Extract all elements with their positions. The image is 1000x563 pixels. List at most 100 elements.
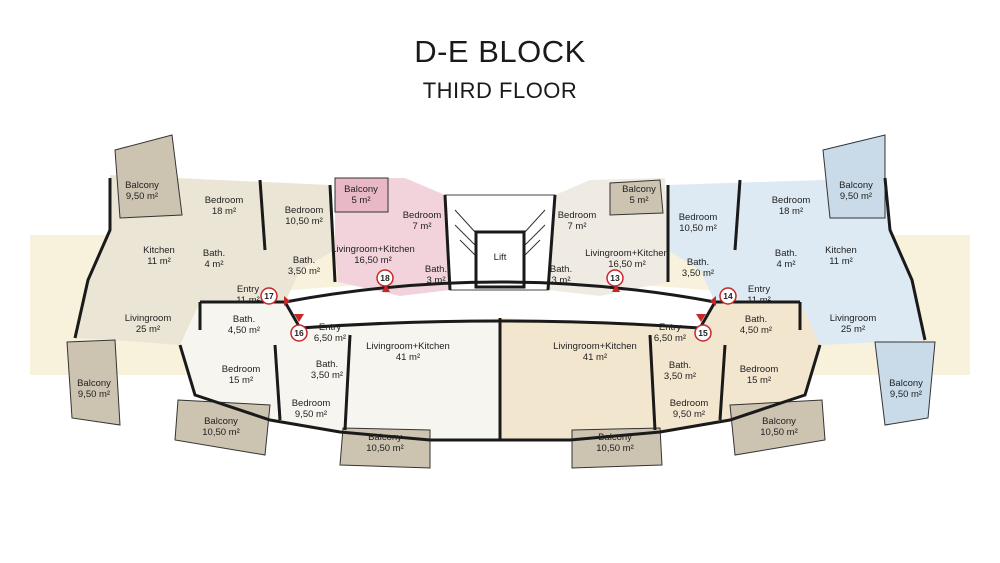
room-area: 3,50 m² <box>664 371 696 382</box>
room-area: 15 m² <box>747 375 771 386</box>
apartment-badge-14: 14 <box>719 287 737 305</box>
room-name: Balcony <box>344 184 378 195</box>
walls <box>73 177 927 442</box>
room-name: Bedroom <box>670 398 709 409</box>
room-area: 25 m² <box>136 324 160 335</box>
room-label: Bath.3,50 m² <box>682 257 714 279</box>
room-area: 10,50 m² <box>285 216 323 227</box>
room-area: 3,50 m² <box>288 266 320 277</box>
room-area: 5 m² <box>630 195 649 206</box>
entrance-arrows <box>284 284 716 322</box>
room-name: Kitchen <box>825 245 857 256</box>
room-name: Entry <box>748 284 770 295</box>
page-subtitle: THIRD FLOOR <box>422 78 578 103</box>
room-area: 10,50 m² <box>596 443 634 454</box>
apartment-badge-16: 16 <box>290 324 308 342</box>
room-name: Balcony <box>598 432 632 443</box>
room-label: Bath.3,50 m² <box>664 360 696 382</box>
room-name: Kitchen <box>143 245 175 256</box>
room-label: Bath.4 m² <box>203 248 225 270</box>
apartment-badge-18: 18 <box>376 269 394 287</box>
room-name: Balcony <box>204 416 238 427</box>
stair-core <box>444 194 556 291</box>
svg-text:13: 13 <box>610 273 620 283</box>
room-area: 15 m² <box>229 375 253 386</box>
room-name: Bedroom <box>740 364 779 375</box>
balcony-14-right <box>822 134 886 219</box>
room-name: Bath. <box>687 257 709 268</box>
room-name: Bedroom <box>558 210 597 221</box>
room-label: Bath.4,50 m² <box>740 314 772 336</box>
room-area: 18 m² <box>212 206 236 217</box>
room-area: 9,50 m² <box>890 389 922 400</box>
room-area: 3,50 m² <box>682 268 714 279</box>
room-name: Bedroom <box>222 364 261 375</box>
room-name: Bath. <box>775 248 797 259</box>
room-name: Bedroom <box>403 210 442 221</box>
room-name: Bath. <box>669 360 691 371</box>
room-area: 5 m² <box>352 195 371 206</box>
room-area: 18 m² <box>779 206 803 217</box>
room-area: 9,50 m² <box>840 191 872 202</box>
apartment-14-area <box>668 178 925 345</box>
room-area: 6,50 m² <box>314 333 346 344</box>
room-name: Balcony <box>125 180 159 191</box>
room-area: 11 m² <box>747 295 771 306</box>
room-area: 9,50 m² <box>295 409 327 420</box>
room-name: Balcony <box>77 378 111 389</box>
room-area: 4 m² <box>777 259 796 270</box>
room-name: Balcony <box>839 180 873 191</box>
room-name: Bath. <box>203 248 225 259</box>
lift-label: Lift <box>494 252 507 263</box>
svg-text:16: 16 <box>294 328 304 338</box>
room-name: Bedroom <box>285 205 324 216</box>
room-area: 41 m² <box>583 352 607 363</box>
room-label: Bath.3,50 m² <box>288 255 320 277</box>
room-area: 10,50 m² <box>679 223 717 234</box>
room-label: Bath.4 m² <box>775 248 797 270</box>
room-name: Entry <box>237 284 259 295</box>
svg-text:15: 15 <box>698 328 708 338</box>
room-name: Entry <box>319 322 341 333</box>
room-name: Balcony <box>368 432 402 443</box>
balcony-18 <box>334 177 389 213</box>
room-name: Livingroom+Kitchen <box>553 341 637 352</box>
apartment-badge-13: 13 <box>606 269 624 287</box>
room-area: 25 m² <box>841 324 865 335</box>
svg-text:18: 18 <box>380 273 390 283</box>
room-area: 11 m² <box>829 256 853 267</box>
room-name: Bedroom <box>679 212 718 223</box>
room-name: Bath. <box>550 264 572 275</box>
room-area: 3 m² <box>427 275 446 286</box>
apartment-badge-17: 17 <box>260 287 278 305</box>
room-name: Bath. <box>425 264 447 275</box>
room-area: 3,50 m² <box>311 370 343 381</box>
balcony-14-bottom <box>874 341 936 426</box>
room-area: 11 m² <box>236 295 260 306</box>
room-area: 16,50 m² <box>608 259 646 270</box>
room-area: 9,50 m² <box>78 389 110 400</box>
room-name: Bedroom <box>292 398 331 409</box>
room-area: 7 m² <box>568 221 587 232</box>
room-label: Bath.3 m² <box>425 264 447 286</box>
